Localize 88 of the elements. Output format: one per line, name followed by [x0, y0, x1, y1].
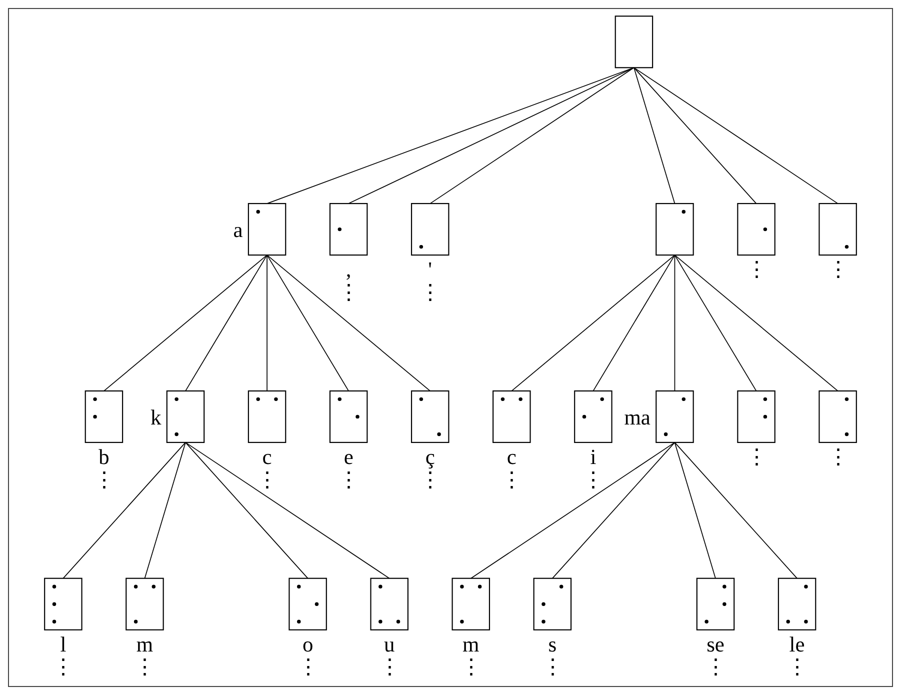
braille-cell	[248, 390, 286, 443]
continuation-mark: ⋮	[378, 655, 400, 680]
cell-letter: le	[789, 632, 805, 656]
connector	[634, 67, 757, 204]
cell-letter: ⋮	[827, 258, 848, 282]
connector	[104, 254, 268, 392]
cell-letter: ç	[425, 444, 435, 469]
braille-cell	[126, 578, 164, 630]
continuation-mark: ⋮	[542, 655, 563, 680]
cell-letter: ,	[346, 258, 352, 282]
braille-cell	[84, 390, 124, 443]
connector	[634, 67, 838, 204]
braille-cell	[737, 390, 776, 443]
braille-cell	[533, 578, 572, 630]
braille-cell	[778, 578, 816, 630]
braille-cell	[452, 578, 490, 630]
cell-letter: o	[302, 632, 314, 656]
connector	[266, 254, 431, 392]
braille-cell	[410, 390, 450, 443]
continuation-mark: ⋮	[338, 280, 360, 304]
continuation-mark: ⋮	[501, 468, 522, 492]
connector	[348, 67, 634, 204]
braille-cell	[329, 390, 368, 443]
braille-cell	[44, 578, 82, 630]
connector	[62, 442, 186, 579]
connector	[674, 254, 676, 392]
connector	[266, 254, 349, 392]
connector	[674, 442, 716, 579]
continuation-mark: ⋮	[52, 655, 74, 680]
continuation-mark: ⋮	[460, 655, 482, 680]
continuation-mark: ⋮	[582, 468, 604, 492]
connector	[144, 442, 186, 579]
connector	[430, 67, 634, 204]
cell-letter: s	[548, 632, 557, 656]
connector	[185, 442, 308, 579]
braille-cell	[410, 203, 450, 256]
braille-cell	[614, 16, 654, 68]
cell-letter: m	[136, 632, 154, 656]
continuation-mark: ⋮	[786, 655, 808, 680]
continuation-mark: ⋮	[420, 280, 441, 304]
braille-cell	[329, 203, 368, 256]
cell-letter: k	[150, 405, 162, 430]
braille-cell	[248, 203, 286, 256]
continuation-mark: ⋮	[705, 655, 726, 680]
cell-letter: ⋮	[746, 258, 767, 282]
braille-cell	[574, 390, 612, 443]
continuation-mark: ⋮	[420, 468, 441, 492]
braille-cell	[370, 578, 408, 630]
connector	[674, 254, 757, 392]
braille-cell	[818, 390, 857, 443]
connector	[592, 254, 676, 392]
cell-letter: ⋮	[746, 444, 767, 469]
braille-cell	[288, 578, 327, 630]
cell-letter: a	[233, 218, 243, 242]
continuation-mark: ⋮	[338, 468, 360, 492]
connector	[674, 254, 838, 392]
connector	[185, 442, 390, 579]
continuation-mark: ⋮	[93, 468, 114, 492]
cell-letter: m	[462, 632, 480, 656]
cell-letter: l	[60, 632, 66, 656]
connector	[552, 442, 676, 579]
connector	[470, 442, 676, 579]
cell-letter: ma	[624, 405, 650, 430]
continuation-mark: ⋮	[256, 468, 278, 492]
braille-cell	[656, 203, 694, 256]
cell-letter: c	[506, 444, 516, 469]
connector	[511, 254, 676, 392]
cell-letter: u	[384, 632, 395, 656]
continuation-mark: ⋮	[297, 655, 318, 680]
cell-letter: c	[262, 444, 272, 469]
connector	[266, 67, 634, 204]
continuation-mark: ⋮	[134, 655, 156, 680]
cell-letter: e	[344, 444, 354, 469]
cell-letter: i	[590, 444, 596, 469]
cell-letter: '	[428, 258, 432, 282]
cell-letter: se	[706, 632, 724, 656]
braille-cell	[696, 578, 735, 630]
braille-cell	[492, 390, 531, 443]
cell-letter: b	[98, 444, 110, 469]
cell-letter: ⋮	[827, 444, 848, 469]
braille-cell	[818, 203, 857, 256]
braille-cell	[737, 203, 776, 256]
connector	[634, 67, 676, 204]
braille-cell	[166, 390, 205, 443]
connector	[185, 254, 268, 392]
connector	[266, 254, 268, 392]
connector	[674, 442, 798, 579]
braille-cell	[656, 390, 694, 443]
